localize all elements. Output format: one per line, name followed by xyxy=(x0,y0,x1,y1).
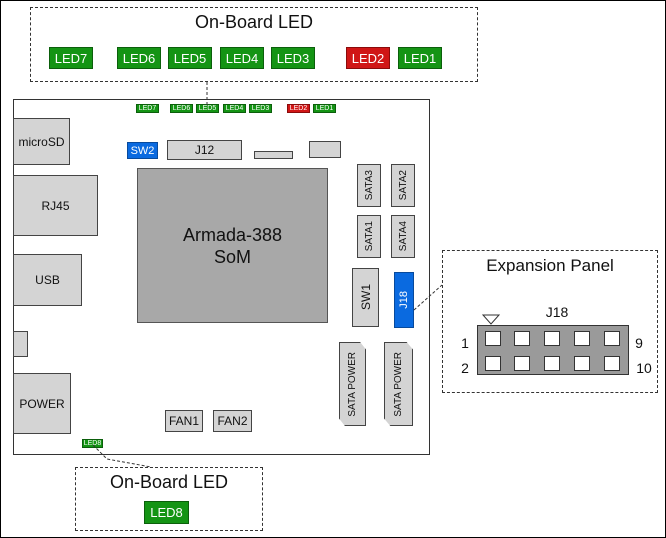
pin-9-label: 9 xyxy=(635,335,643,351)
callout-led4: LED4 xyxy=(220,47,264,69)
board-led8: LED8 xyxy=(82,439,103,448)
pin-10-label: 10 xyxy=(636,360,652,376)
callout-led7: LED7 xyxy=(49,47,93,69)
pin-10 xyxy=(604,356,620,371)
top-led-callout xyxy=(30,7,478,82)
callout-led5: LED5 xyxy=(168,47,212,69)
board-led3: LED3 xyxy=(249,104,272,113)
board-led7: LED7 xyxy=(136,104,159,113)
pin-5 xyxy=(544,331,560,346)
pin-8 xyxy=(574,356,590,371)
bottom-led-callout xyxy=(75,467,263,531)
som-label-line1: Armada-388 xyxy=(182,224,283,245)
board-led1: LED1 xyxy=(313,104,336,113)
expansion-panel-pointer xyxy=(413,284,443,311)
bottom-callout-pointer xyxy=(92,444,152,468)
top-callout-title: On-Board LED xyxy=(194,11,314,32)
armada-388-som: Armada-388 SoM xyxy=(137,168,328,323)
pin-6 xyxy=(544,356,560,371)
small-connector xyxy=(13,331,28,357)
power-jack: POWER xyxy=(13,373,71,434)
sw1-switch: SW1 xyxy=(352,268,379,327)
fan2-header: FAN2 xyxy=(213,410,252,432)
board-led2: LED2 xyxy=(287,104,310,113)
pin-1 xyxy=(485,331,501,346)
rj45-port: RJ45 xyxy=(13,175,98,236)
microsd-slot: microSD xyxy=(13,118,70,165)
j18-connector: J18 xyxy=(394,272,414,328)
expansion-panel-title: Expansion Panel xyxy=(486,256,614,275)
j18-header-label: J18 xyxy=(545,304,569,320)
callout-led8: LED8 xyxy=(144,501,189,524)
sata2-connector: SATA2 xyxy=(391,164,415,207)
board-led6: LED6 xyxy=(170,104,193,113)
j18-header-body xyxy=(477,325,629,375)
pin-4 xyxy=(514,356,530,371)
usb-port: USB xyxy=(13,254,82,306)
callout-led2: LED2 xyxy=(346,47,390,69)
board-led4: LED4 xyxy=(223,104,246,113)
bottom-callout-title: On-Board LED xyxy=(109,471,229,492)
sata3-connector: SATA3 xyxy=(357,164,381,207)
pin-1-label: 1 xyxy=(461,335,469,351)
callout-led1: LED1 xyxy=(398,47,442,69)
sata1-connector: SATA1 xyxy=(357,215,381,258)
pin-3 xyxy=(514,331,530,346)
pin-7 xyxy=(574,331,590,346)
j12-connector: J12 xyxy=(167,140,242,160)
sw2-switch: SW2 xyxy=(127,142,158,159)
fan1-header: FAN1 xyxy=(165,410,203,432)
expansion-panel-callout xyxy=(442,250,658,393)
callout-led6: LED6 xyxy=(117,47,161,69)
som-label-line2: SoM xyxy=(213,246,251,267)
pin-1-marker-icon xyxy=(481,314,501,325)
small-component xyxy=(309,141,341,158)
pin-2 xyxy=(485,356,501,371)
callout-led3: LED3 xyxy=(271,47,315,69)
sata-power-connector-1: SATA POWER xyxy=(339,342,366,426)
small-header xyxy=(254,151,293,159)
pin-2-label: 2 xyxy=(461,360,469,376)
sata4-connector: SATA4 xyxy=(391,215,415,258)
sata-power-connector-2: SATA POWER xyxy=(384,342,413,426)
pin-9 xyxy=(604,331,620,346)
